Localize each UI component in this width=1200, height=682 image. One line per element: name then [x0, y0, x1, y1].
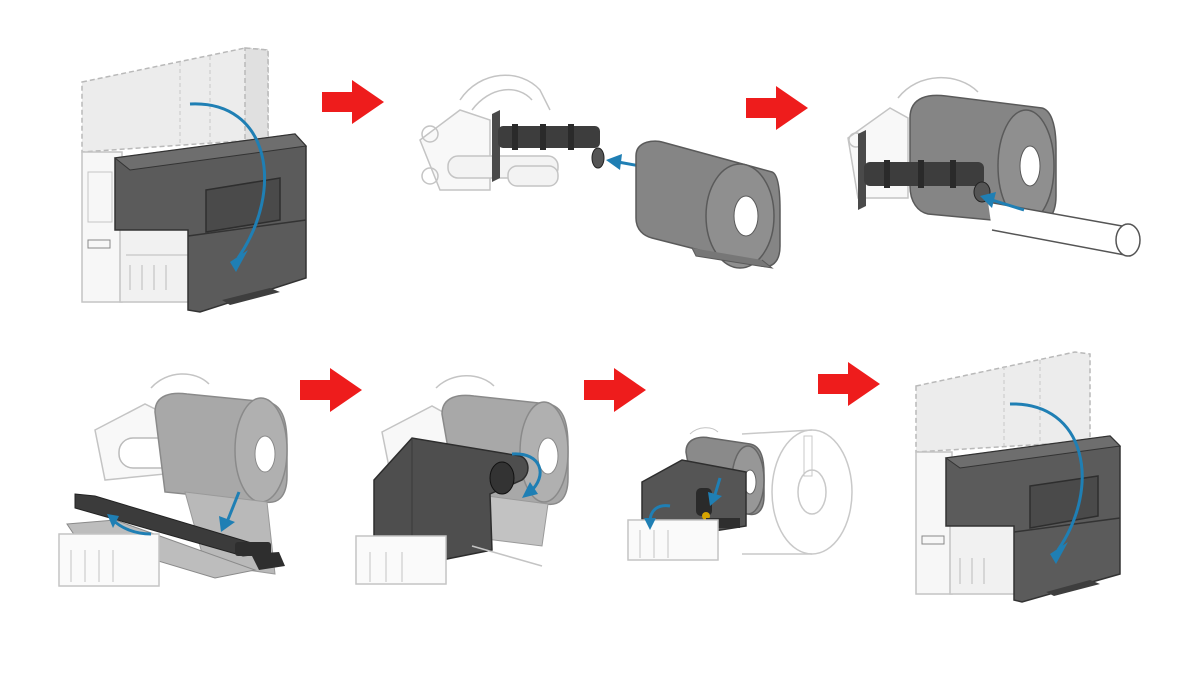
ribbon-winding-icon — [355, 375, 569, 585]
step-arrow-5 — [818, 362, 880, 406]
red-arrow-icon — [300, 368, 362, 412]
step-6-close-printhead — [626, 426, 858, 570]
printhead-closing-icon — [627, 427, 853, 561]
red-arrow-icon — [584, 368, 646, 412]
step-7-close-cover-final — [910, 346, 1130, 606]
step-1-close-cover — [70, 40, 310, 316]
empty-core-onto-spindle-icon — [847, 76, 1141, 257]
step-arrow-1 — [322, 80, 384, 124]
step-4-thread-ribbon — [55, 373, 305, 589]
red-arrow-icon — [746, 86, 808, 130]
step-2-load-ribbon — [400, 70, 790, 280]
printer-cover-closing-icon — [81, 47, 308, 313]
step-3-load-empty-core — [838, 76, 1148, 268]
ribbon-roll-onto-spindle-icon — [419, 74, 781, 269]
ribbon-threading-icon — [58, 373, 288, 587]
step-arrow-4 — [584, 368, 646, 412]
red-arrow-icon — [322, 80, 384, 124]
step-arrow-2 — [746, 86, 808, 130]
printer-cover-closing-icon — [915, 351, 1122, 603]
step-5-wind-ribbon — [352, 375, 584, 588]
step-arrow-3 — [300, 368, 362, 412]
red-arrow-icon — [818, 362, 880, 406]
